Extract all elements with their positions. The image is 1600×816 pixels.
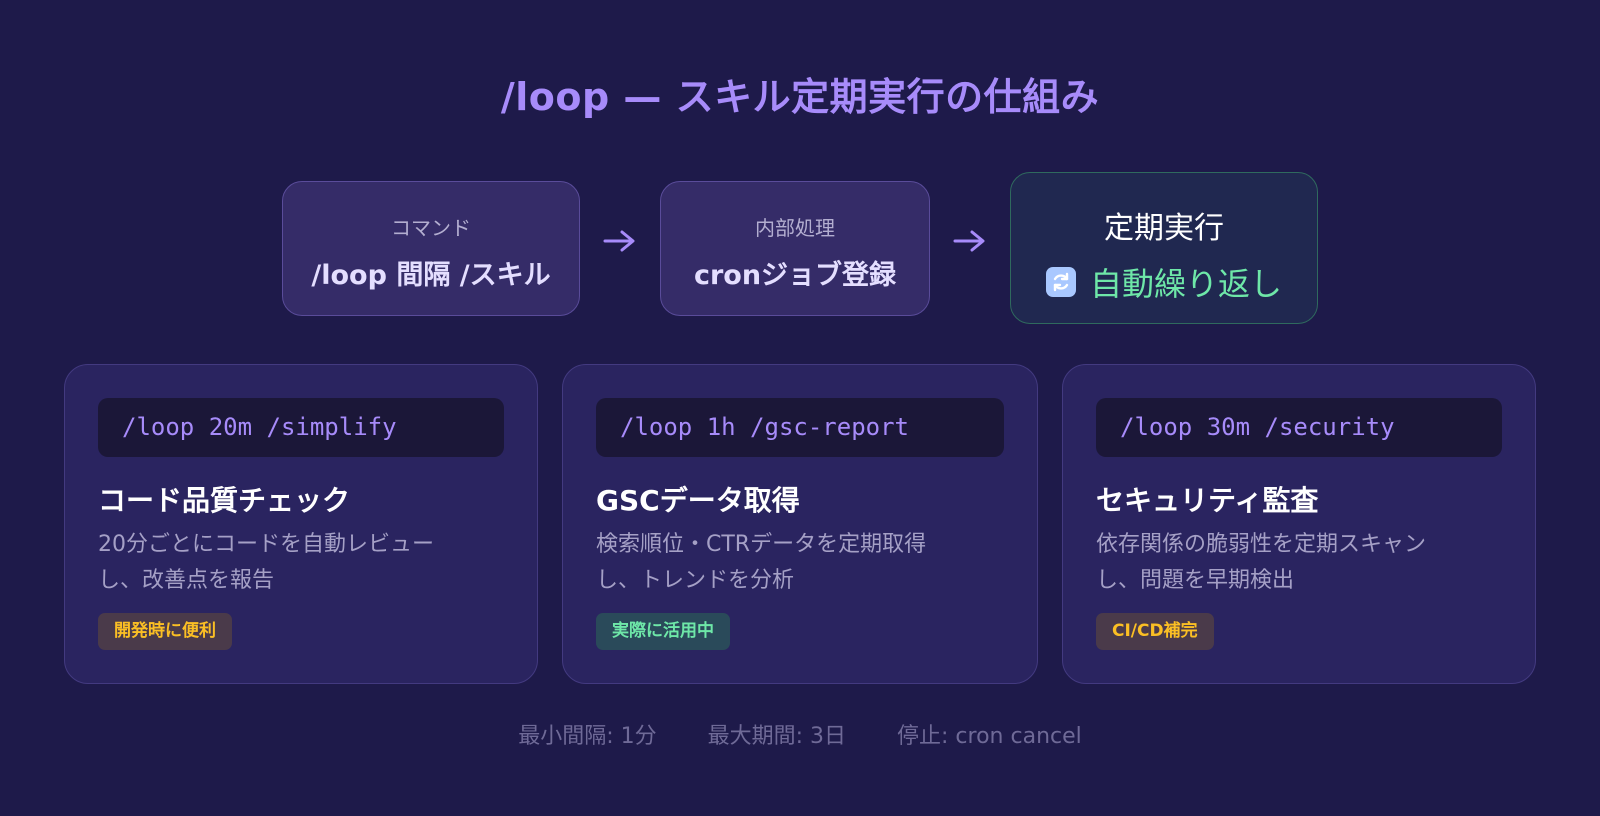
card-description: 検索順位・CTRデータを定期取得 し、トレンドを分析 [596, 527, 976, 599]
card-description-line: し、問題を早期検出 [1096, 568, 1295, 593]
flow-step-caption: コマンド [391, 216, 471, 240]
card-description: 依存関係の脆弱性を定期スキャン し、問題を早期検出 [1096, 527, 1476, 599]
flow-step-caption: 内部処理 [755, 216, 835, 240]
footer-stop: 停止: cron cancel [897, 724, 1082, 749]
card-description: 20分ごとにコードを自動レビュー し、改善点を報告 [98, 527, 478, 599]
card-description-line: 検索順位・CTRデータを定期取得 [596, 532, 927, 557]
flow-step-internal: 内部処理 cronジョブ登録 [660, 181, 930, 316]
flow-step-main: /loop 間隔 /スキル [311, 260, 551, 291]
card-description-line: 20分ごとにコードを自動レビュー [98, 532, 434, 557]
card-badge: 実際に活用中 [596, 613, 730, 650]
flow-result-subtitle-row: 自動繰り返し [1011, 259, 1317, 305]
footer-notes: 最小間隔: 1分 最大期間: 3日 停止: cron cancel [0, 718, 1600, 750]
card-description-line: し、改善点を報告 [98, 568, 275, 593]
footer-max-period: 最大期間: 3日 [707, 724, 847, 749]
right-arrow-icon [953, 230, 985, 252]
card-title: セキュリティ監査 [1096, 484, 1319, 517]
example-card-simplify: /loop 20m /simplify コード品質チェック 20分ごとにコードを… [64, 364, 538, 684]
card-description-line: し、トレンドを分析 [596, 568, 795, 593]
footer-min-interval: 最小間隔: 1分 [518, 724, 657, 749]
card-badge: CI/CD補完 [1096, 613, 1214, 650]
command-code: /loop 30m /security [1096, 398, 1502, 457]
right-arrow-icon [603, 230, 635, 252]
flow-step-main: cronジョブ登録 [693, 260, 897, 291]
refresh-icon [1045, 267, 1076, 297]
example-card-gsc-report: /loop 1h /gsc-report GSCデータ取得 検索順位・CTRデー… [562, 364, 1038, 684]
card-badge: 開発時に便利 [98, 613, 232, 650]
command-code: /loop 20m /simplify [98, 398, 504, 457]
flow-result-title: 定期実行 [1104, 211, 1224, 246]
flow-step-command: コマンド /loop 間隔 /スキル [282, 181, 580, 316]
flow-result-subtitle: 自動繰り返し [1089, 265, 1282, 303]
flow-step-result: 定期実行 自動繰り返し [1010, 172, 1318, 324]
card-title: コード品質チェック [98, 484, 351, 517]
command-code: /loop 1h /gsc-report [596, 398, 1004, 457]
card-description-line: 依存関係の脆弱性を定期スキャン [1096, 532, 1427, 557]
page-title: /loop — スキル定期実行の仕組み [500, 75, 1100, 119]
example-card-security: /loop 30m /security セキュリティ監査 依存関係の脆弱性を定期… [1062, 364, 1536, 684]
card-title: GSCデータ取得 [596, 484, 800, 517]
